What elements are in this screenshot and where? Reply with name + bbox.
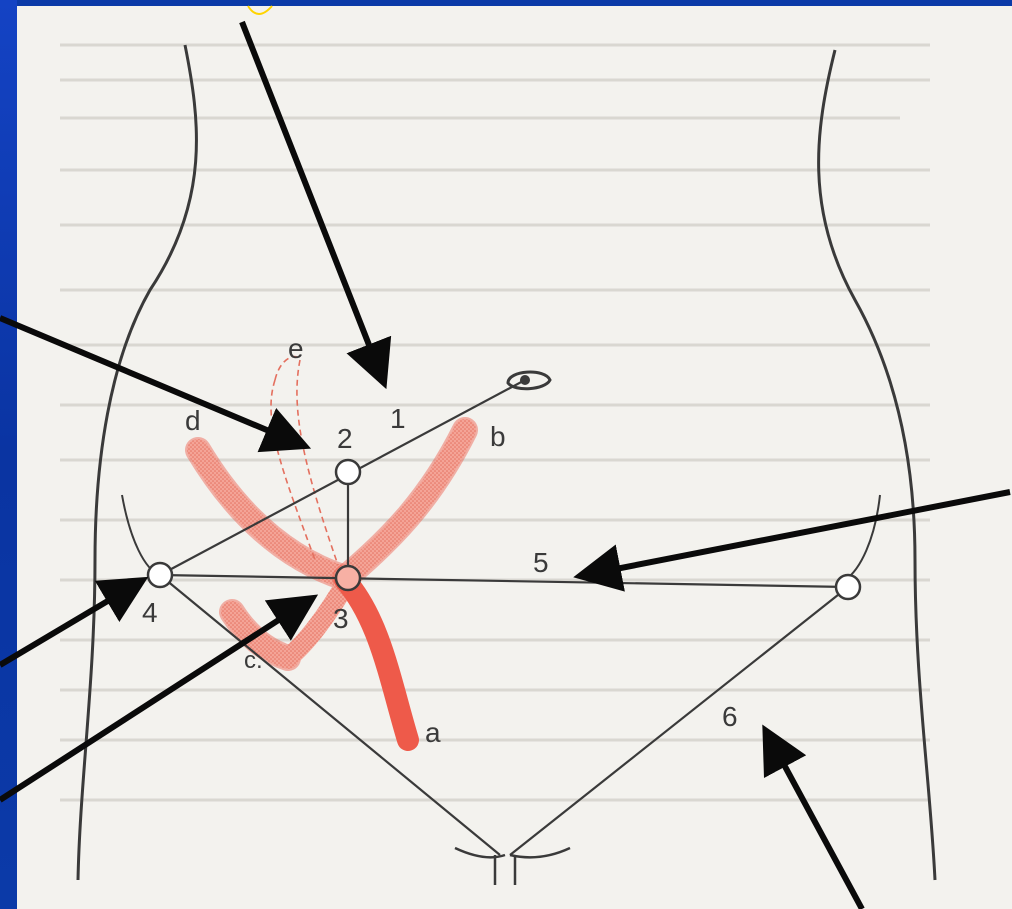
arrow-to-point-4 bbox=[0, 583, 138, 665]
symphysis-legs bbox=[495, 855, 515, 885]
arrow-to-point-5 bbox=[585, 492, 1010, 575]
pain-zone-e-right bbox=[297, 360, 338, 565]
arrow-to-point-3 bbox=[0, 601, 308, 800]
pain-zone-b-fill bbox=[345, 430, 465, 578]
label-curve-c: c. bbox=[244, 647, 263, 674]
arrow-to-point-2 bbox=[0, 318, 300, 444]
label-point-3: 3 bbox=[333, 603, 349, 634]
label-point-2: 2 bbox=[337, 423, 353, 454]
right-hip-circle bbox=[836, 575, 860, 599]
label-point-1: 1 bbox=[390, 403, 406, 434]
diagram-labels: 1 2 3 4 5 6 a b c. d e bbox=[142, 333, 738, 748]
hip-curve-left bbox=[122, 495, 160, 575]
point-4-circle bbox=[148, 563, 172, 587]
pain-zone-a bbox=[345, 580, 408, 740]
label-point-6: 6 bbox=[722, 701, 738, 732]
label-point-4: 4 bbox=[142, 597, 158, 628]
hip-curve-right bbox=[845, 495, 880, 580]
navel-center bbox=[520, 375, 530, 385]
label-curve-b: b bbox=[490, 421, 506, 452]
label-point-5: 5 bbox=[533, 547, 549, 578]
label-curve-e: e bbox=[288, 333, 304, 364]
pain-zone-d-fill bbox=[198, 450, 345, 578]
label-curve-d: d bbox=[185, 405, 201, 436]
arrow-to-point-1 bbox=[242, 22, 382, 378]
pointer-arrows bbox=[0, 22, 1010, 909]
label-curve-a: a bbox=[425, 717, 441, 748]
yellow-accent bbox=[248, 6, 272, 14]
point-3-circle bbox=[336, 566, 360, 590]
arrow-to-point-6 bbox=[768, 735, 862, 909]
point-2-circle bbox=[336, 460, 360, 484]
body-outline-right bbox=[819, 50, 935, 880]
